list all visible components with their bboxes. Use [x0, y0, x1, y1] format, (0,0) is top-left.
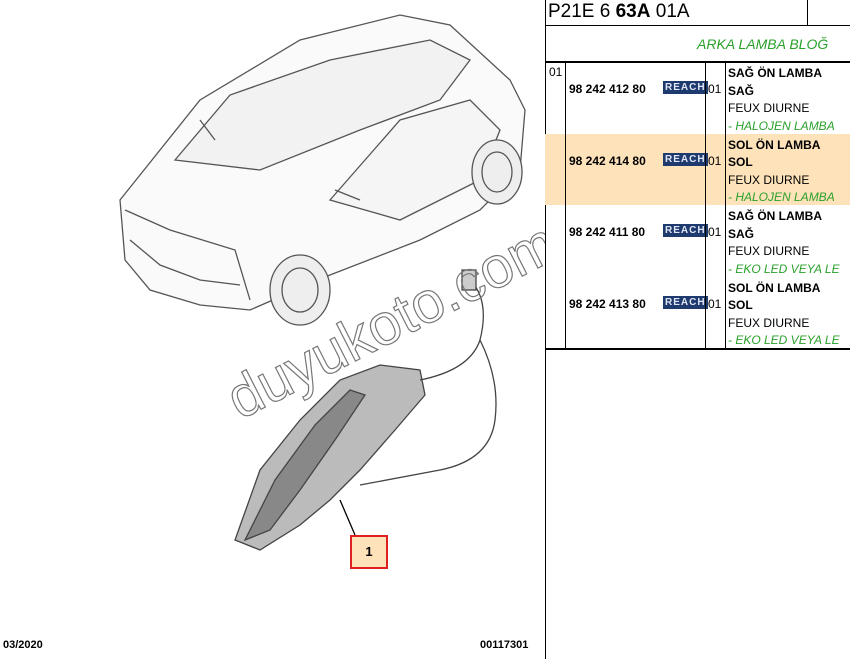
divider: [545, 0, 546, 659]
reach-badge: REACH: [663, 152, 708, 166]
footer-date: 03/2020: [3, 639, 43, 651]
reach-badge: REACH: [663, 295, 708, 309]
catalog-code: P21E 6 63A 01A: [548, 1, 690, 22]
reach-badge: REACH: [663, 81, 708, 94]
quantity: 01: [708, 296, 722, 311]
item-number: 01: [549, 65, 563, 79]
section-title-row: ARKA LAMBA BLOĞ: [545, 26, 850, 63]
section-title: ARKA LAMBA BLOĞ: [697, 36, 829, 52]
part-number[interactable]: 98 242 411 80: [569, 225, 646, 239]
parts-diagram: duyukoto.com: [119, 14, 545, 551]
quantity: 01: [708, 225, 722, 239]
part-number[interactable]: 98 242 414 80: [569, 153, 646, 168]
footer-reference: 00117301: [480, 639, 529, 651]
callout-label[interactable]: 1: [350, 535, 388, 569]
reach-badge: REACH: [663, 224, 708, 237]
car-illustration: [119, 14, 526, 326]
table-header: P21E 6 63A 01A: [545, 0, 850, 26]
quantity: 01: [708, 153, 722, 168]
quantity: 01: [708, 82, 722, 96]
part-number[interactable]: 98 242 412 80: [569, 82, 646, 96]
part-number[interactable]: 98 242 413 80: [569, 296, 646, 311]
lamp-illustration: [234, 269, 497, 551]
